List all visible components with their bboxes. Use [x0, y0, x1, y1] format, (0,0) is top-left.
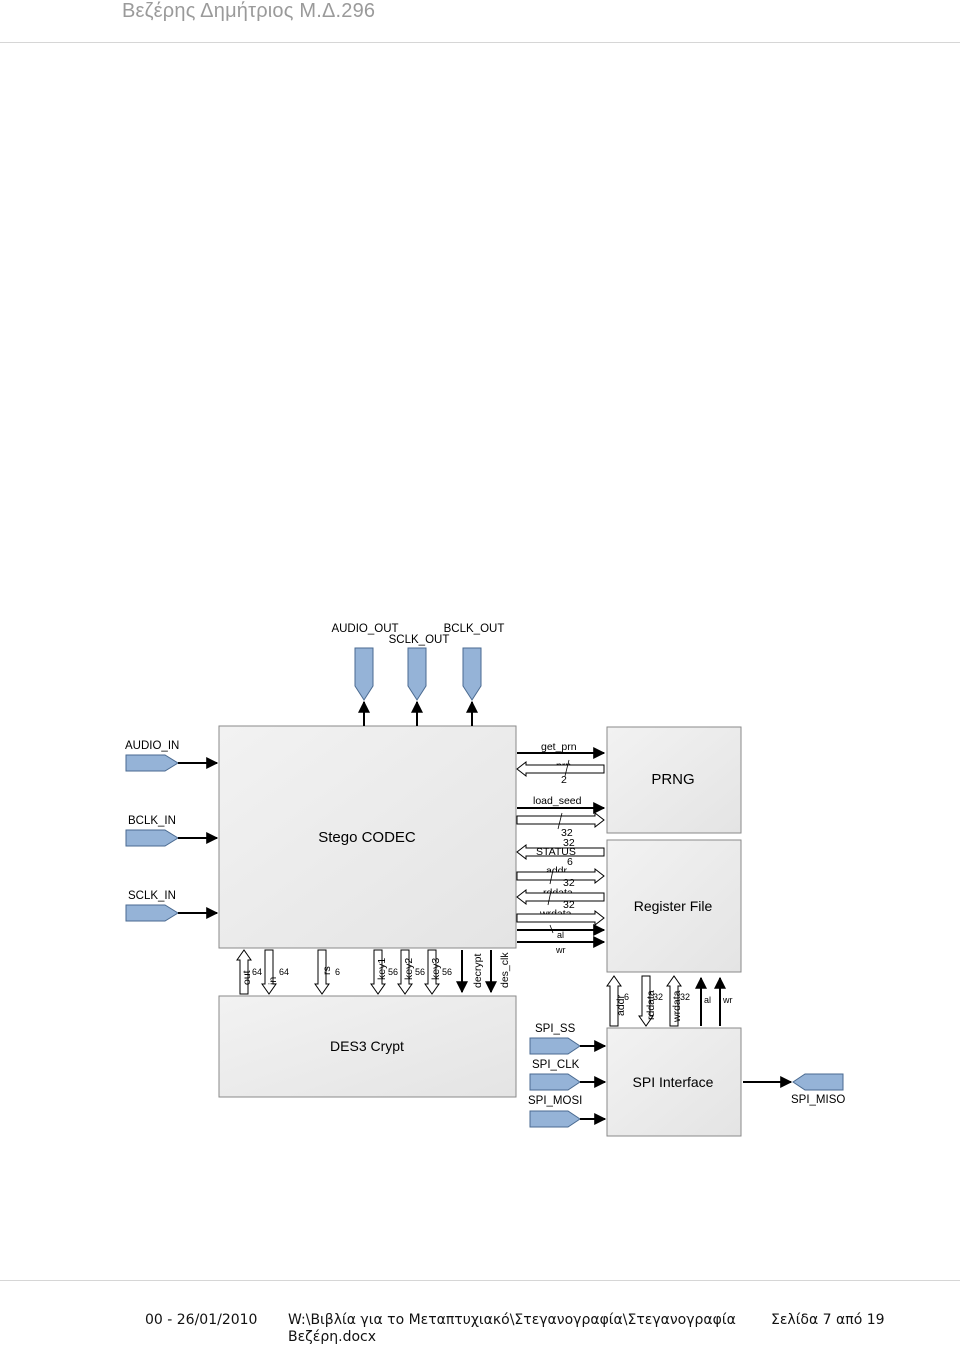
codec-bus: get_prn prn 2 load_seed seed 32 32 STATU…	[516, 741, 606, 955]
footer-path-line2: Βεζέρη.docx	[288, 1329, 376, 1345]
rddata-width: 32	[563, 877, 575, 889]
audio-in-label: AUDIO_IN	[125, 740, 179, 752]
prng-block: PRNG	[606, 726, 742, 834]
spi-regfile-signals: addr 6 rddata 32 wrdata 32 al wr	[606, 975, 733, 1027]
des-rs-label: rs	[321, 966, 333, 975]
input-ports-left: AUDIO_IN BCLK_IN SCLK_IN	[125, 740, 219, 922]
spi-mosi-label: SPI_MOSI	[528, 1095, 582, 1107]
des-key3-width: 56	[442, 967, 452, 977]
addr-width: 6	[567, 856, 573, 868]
spi-miso-label: SPI_MISO	[791, 1094, 845, 1106]
des-rs-width: 6	[335, 967, 340, 977]
spi-wrdata-width: 32	[680, 992, 690, 1002]
footer-date: 00 - 26/01/2010	[145, 1312, 258, 1328]
des-key1-label: key1	[376, 958, 388, 980]
spi-ports: SPI_SS SPI_CLK SPI_MOSI SPI_MISO	[528, 1023, 845, 1128]
des-in-width: 64	[279, 967, 289, 977]
des-key3-label: key3	[430, 958, 442, 980]
spi-rddata-label: rddata	[645, 990, 657, 1020]
load-seed-label: load_seed	[533, 795, 582, 807]
al-label: al	[557, 930, 564, 940]
page-header-title: Βεζέρης Δημήτριος Μ.Δ.296	[122, 0, 376, 22]
des-out-width: 64	[252, 967, 262, 977]
des-in-label: in	[267, 977, 279, 985]
seed-width: 32	[561, 827, 573, 839]
status-width: 32	[563, 837, 575, 849]
spi-al-label: al	[704, 995, 711, 1005]
des-key2-label: key2	[403, 958, 415, 980]
sclk-in-label: SCLK_IN	[128, 890, 176, 902]
wr-label: wr	[555, 945, 566, 955]
spi-ss-label: SPI_SS	[535, 1023, 576, 1035]
des3-crypt-block: DES3 Crypt	[218, 995, 517, 1098]
footer-file-path: W:\Βιβλία για το Μεταπτυχιακό\Στεγανογρα…	[288, 1312, 748, 1346]
sclk-out-label: SCLK_OUT	[389, 634, 450, 646]
bclk-out-label: BCLK_OUT	[444, 623, 505, 635]
des3-crypt-label: DES3 Crypt	[330, 1038, 404, 1054]
bclk-in-label: BCLK_IN	[128, 815, 176, 827]
header-rule	[0, 42, 960, 43]
spi-rddata-width: 32	[653, 992, 663, 1002]
output-ports-top: AUDIO_OUT SCLK_OUT BCLK_OUT	[331, 623, 504, 726]
footer-rule	[0, 1280, 960, 1281]
footer-page-number: Σελίδα 7 από 19	[771, 1312, 885, 1328]
stego-codec-block: Stego CODEC	[218, 725, 517, 949]
get-prn-label: get_prn	[541, 741, 577, 753]
spi-clk-label: SPI_CLK	[532, 1059, 580, 1071]
des-key1-width: 56	[388, 967, 398, 977]
des-out-label: out	[241, 970, 253, 985]
footer-path-line1: W:\Βιβλία για το Μεταπτυχιακό\Στεγανογρα…	[288, 1312, 736, 1328]
spi-wrdata-label: wrdata	[671, 990, 683, 1023]
prn-width: 2	[561, 774, 567, 786]
spi-interface-block: SPI Interface	[606, 1027, 742, 1137]
register-file-block: Register File	[606, 839, 742, 973]
des-key2-width: 56	[415, 967, 425, 977]
spi-wr-label: wr	[722, 995, 733, 1005]
stego-codec-label: Stego CODEC	[318, 829, 416, 846]
spi-interface-label: SPI Interface	[633, 1074, 714, 1090]
spi-addr-label: addr	[615, 994, 627, 1016]
wrdata-width: 32	[563, 899, 575, 911]
des-decrypt-label: decrypt	[472, 953, 484, 988]
audio-out-label: AUDIO_OUT	[331, 623, 398, 635]
des-signals: out 64 in 64 rs 6 key1 56 key2 56 key3 5…	[236, 949, 511, 995]
register-file-label: Register File	[634, 898, 713, 914]
prng-label: PRNG	[651, 771, 694, 788]
spi-addr-width: 6	[624, 992, 629, 1002]
des-clk-label: des_clk	[499, 952, 511, 988]
status-label: STATUS	[536, 846, 576, 858]
